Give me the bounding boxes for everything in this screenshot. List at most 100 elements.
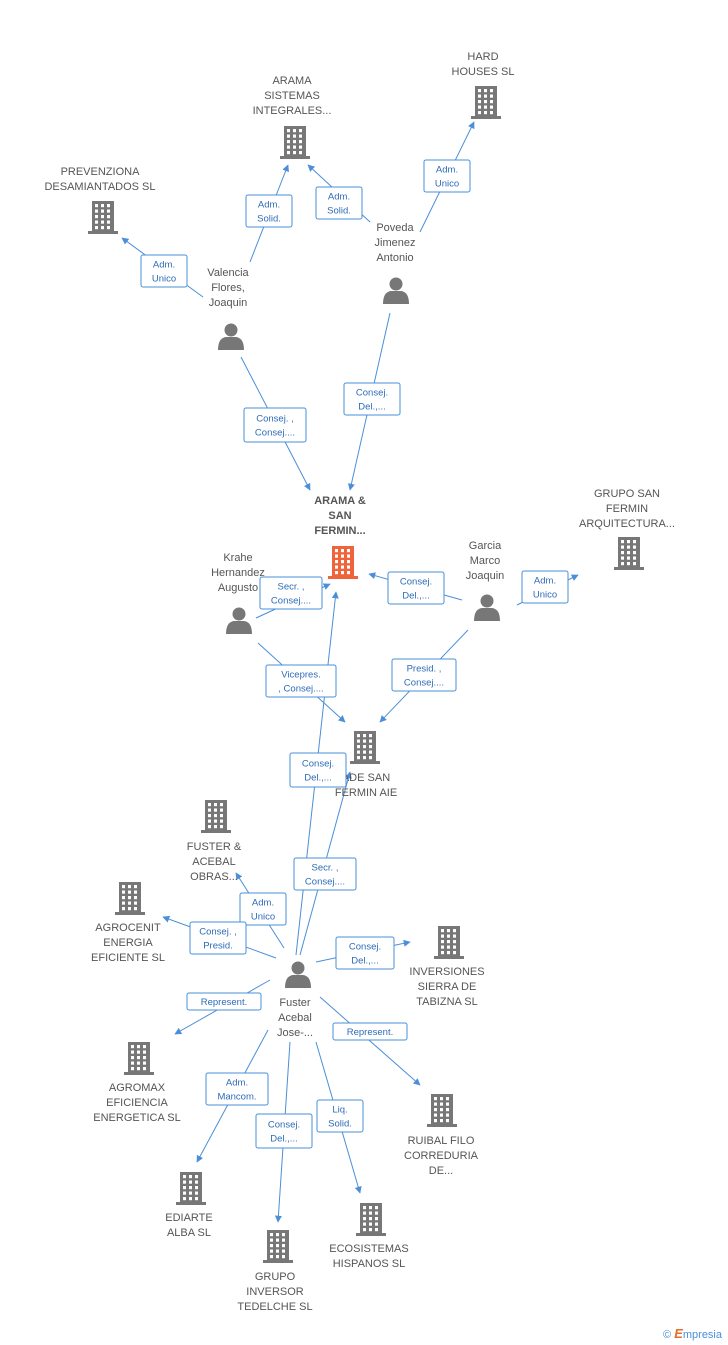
node-label-line: AGROCENIT — [95, 922, 161, 934]
node-grupo_sf[interactable]: GRUPO SANFERMINARQUITECTURA... — [579, 488, 675, 570]
node-label-line: TABIZNA SL — [416, 996, 478, 1008]
relation-label-box — [315, 186, 363, 220]
node-label-line: EFICIENCIA — [106, 1097, 168, 1109]
relation-label-krahe-to-arama_sf[interactable]: Secr. ,Consej.... — [259, 576, 323, 610]
relation-label-text: , Consej.... — [278, 684, 323, 695]
relation-label-text: Consej.... — [305, 877, 345, 888]
relation-label-text: Del.,... — [402, 591, 429, 602]
relation-label-valencia-to-arama_sistemas[interactable]: Adm. Solid. — [245, 194, 293, 228]
relation-label-krahe-to-ade_sf[interactable]: Vicepres., Consej.... — [265, 664, 337, 698]
building-icon — [427, 1094, 457, 1127]
relation-label-box — [189, 921, 247, 955]
brand-name: mpresia — [682, 1329, 722, 1341]
relation-label-fuster-to-inversiones[interactable]: Consej.Del.,... — [335, 936, 395, 970]
node-fuster[interactable]: FusterAcebalJose-... — [277, 961, 313, 1040]
relation-label-fuster-to-fuster_obras[interactable]: Adm.Unico — [239, 892, 287, 926]
node-label-line: GRUPO SAN — [594, 488, 660, 500]
relation-label-box — [343, 382, 401, 416]
relation-label-box — [205, 1072, 269, 1106]
relation-label-garcia-to-arama_sf[interactable]: Consej.Del.,... — [387, 571, 445, 605]
relation-label-text: Del.,... — [270, 1134, 297, 1145]
node-label-line: Jose-... — [277, 1027, 313, 1039]
building-icon — [263, 1230, 293, 1263]
relation-label-garcia-to-ade_sf[interactable]: Presid. ,Consej.... — [391, 658, 457, 692]
brand-initial: E — [674, 1326, 683, 1341]
relation-label-valencia-to-arama_sf[interactable]: Consej. ,Consej.... — [243, 407, 307, 443]
relation-label-text: Adm. — [226, 1078, 248, 1089]
empresia-watermark: © Empresia — [663, 1326, 722, 1341]
relation-label-text: Adm. — [153, 260, 175, 271]
node-label-line: CORREDURIA — [404, 1150, 479, 1162]
relation-label-fuster-to-ecosistemas[interactable]: Liq.Solid. — [316, 1099, 364, 1133]
relation-label-fuster-to-agrocenit[interactable]: Consej. ,Presid. — [189, 921, 247, 955]
relation-label-text: Adm. — [258, 200, 280, 211]
relation-label-text: Liq. — [332, 1105, 347, 1116]
node-label-line: Hernandez — [211, 567, 265, 579]
relation-label-valencia-to-prevenziona[interactable]: Adm. Unico — [140, 254, 188, 288]
node-label-line: Augusto — [218, 582, 258, 594]
person-icon — [218, 323, 244, 350]
node-label-line: ENERGETICA SL — [93, 1112, 180, 1124]
relation-label-box — [387, 571, 445, 605]
relation-label-text: Consej. — [349, 942, 381, 953]
node-arama_sf[interactable]: ARAMA &SANFERMIN... — [314, 495, 366, 579]
relation-label-fuster-to-ruibal[interactable]: Represent. — [332, 1022, 408, 1041]
relation-label-poveda-to-arama_sistemas[interactable]: Adm.Solid. — [315, 186, 363, 220]
node-label-line: INVERSIONES — [409, 966, 484, 978]
relation-label-text: Consej.... — [271, 596, 311, 607]
relation-label-text: Adm. — [436, 165, 458, 176]
person-icon — [474, 594, 500, 621]
node-ruibal[interactable]: RUIBAL FILOCORREDURIADE... — [404, 1094, 479, 1177]
node-label-line: Krahe — [223, 552, 252, 564]
relation-label-text: Consej.... — [404, 678, 444, 689]
relation-label-text: Unico — [152, 274, 176, 285]
relation-label-text: Consej. , — [256, 414, 294, 425]
relation-label-fuster-to-grupo_inversor[interactable]: Consej. Del.,... — [255, 1113, 313, 1149]
copyright-symbol: © — [663, 1329, 672, 1341]
node-label-line: Joaquin — [466, 570, 505, 582]
person-icon — [285, 961, 311, 988]
relation-label-text: Adm. — [252, 898, 274, 909]
node-label-line: SAN — [328, 510, 351, 522]
relation-label-box — [335, 936, 395, 970]
relation-label-text: Solid. — [257, 214, 281, 225]
relation-label-poveda-to-hard_houses[interactable]: Adm.Unico — [423, 159, 471, 193]
relation-label-text: Adm. — [534, 576, 556, 587]
node-label-line: Valencia — [207, 267, 249, 279]
node-label-line: Marco — [470, 555, 501, 567]
node-label-line: ADE SAN — [342, 772, 390, 784]
person-icon — [226, 607, 252, 634]
relation-label-garcia-to-grupo_sf[interactable]: Adm.Unico — [521, 570, 569, 604]
relation-label-box — [243, 407, 307, 443]
relation-label-fuster-to-arama_sf[interactable]: Consej.Del.,... — [289, 752, 347, 788]
relation-label-text: Consej. — [268, 1120, 300, 1131]
node-label-line: ECOSISTEMAS — [329, 1243, 408, 1255]
node-label-line: FERMIN — [606, 503, 648, 515]
edge-fuster-to-ruibal — [319, 996, 421, 1086]
node-label-line: Joaquin — [209, 297, 248, 309]
node-fuster_obras[interactable]: FUSTER &ACEBALOBRAS... — [187, 800, 242, 883]
relation-label-poveda-to-arama_sf[interactable]: Consej.Del.,... — [343, 382, 401, 416]
relation-label-fuster-to-agromax[interactable]: Represent. — [186, 992, 262, 1011]
relation-label-fuster-to-ade_sf[interactable]: Secr. , Consej.... — [293, 857, 357, 891]
building-icon — [614, 537, 644, 570]
relation-label-box — [391, 658, 457, 692]
relation-label-text: Secr. , — [312, 863, 339, 874]
relation-label-box — [289, 752, 347, 788]
relation-label-fuster-to-ediarte[interactable]: Adm.Mancom. — [205, 1072, 269, 1106]
node-arama_sistemas[interactable]: ARAMASISTEMASINTEGRALES... — [253, 75, 332, 159]
